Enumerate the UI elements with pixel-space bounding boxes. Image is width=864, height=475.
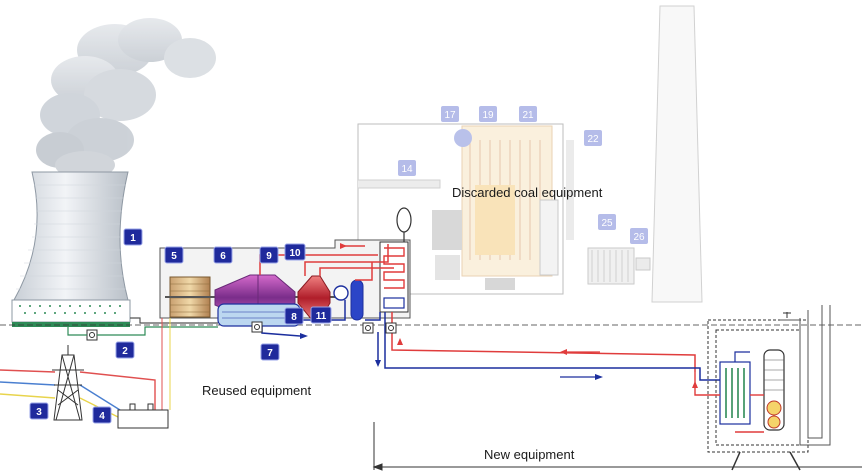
badge-25-label: 25 (601, 218, 613, 229)
separator (333, 285, 349, 301)
badge-21: 21 (519, 106, 537, 122)
badge-11: 11 (310, 306, 332, 324)
badge-5: 5 (164, 246, 184, 264)
hot-arrows (340, 243, 567, 355)
badge-4-label: 4 (99, 411, 105, 422)
pump-feed-1 (362, 322, 374, 334)
badge-7: 7 (260, 343, 280, 361)
pump-condensate (251, 321, 263, 333)
badge-14: 14 (398, 160, 416, 176)
badge-19: 19 (479, 106, 497, 122)
new-label: New equipment (484, 447, 575, 462)
badge-26-label: 26 (633, 232, 645, 243)
badge-6: 6 (213, 246, 233, 264)
discarded-coal-equipment (357, 5, 703, 303)
pressurizer (396, 207, 412, 233)
badge-3-label: 3 (36, 407, 42, 418)
pump-cooling (86, 329, 98, 341)
discarded-badges: 14 17 19 21 22 25 26 (398, 106, 648, 244)
badge-17: 17 (441, 106, 459, 122)
badge-22: 22 (584, 130, 602, 146)
badge-26: 26 (630, 228, 648, 244)
badge-10-label: 10 (289, 248, 301, 259)
badge-25: 25 (598, 214, 616, 230)
pylon (52, 345, 84, 421)
badge-4: 4 (92, 406, 112, 424)
badge-22-label: 22 (587, 134, 599, 145)
badge-11-label: 11 (316, 311, 327, 322)
badge-5-label: 5 (171, 251, 177, 262)
reused-label: Reused equipment (202, 383, 312, 398)
transformer (117, 403, 169, 429)
badge-21-label: 21 (522, 110, 534, 121)
feedwater-tank (350, 279, 364, 321)
badge-7-label: 7 (267, 348, 273, 359)
badge-6-label: 6 (220, 251, 226, 262)
badge-9-label: 9 (266, 251, 272, 262)
new-equipment-bracket (372, 422, 862, 471)
badge-2-label: 2 (122, 346, 128, 357)
badge-8-label: 8 (291, 312, 297, 323)
badge-19-label: 19 (482, 110, 494, 121)
heater-stack (379, 241, 409, 313)
badge-1: 1 (123, 228, 143, 246)
cooling-water-lines (67, 317, 218, 336)
badge-17-label: 17 (444, 110, 456, 121)
power-lines (0, 318, 171, 419)
badge-9: 9 (259, 246, 279, 264)
cold-arrows (300, 333, 603, 380)
badge-2: 2 (115, 341, 135, 359)
badge-8: 8 (284, 307, 304, 325)
reactor-building (692, 305, 831, 471)
badge-10: 10 (284, 243, 306, 261)
pump-feed-2 (385, 322, 397, 334)
badge-1-label: 1 (130, 233, 136, 244)
cooling-tower (11, 171, 131, 327)
badge-3: 3 (29, 402, 49, 420)
discarded-label: Discarded coal equipment (452, 185, 603, 200)
badge-14-label: 14 (401, 164, 413, 175)
steam-plume (36, 18, 216, 179)
